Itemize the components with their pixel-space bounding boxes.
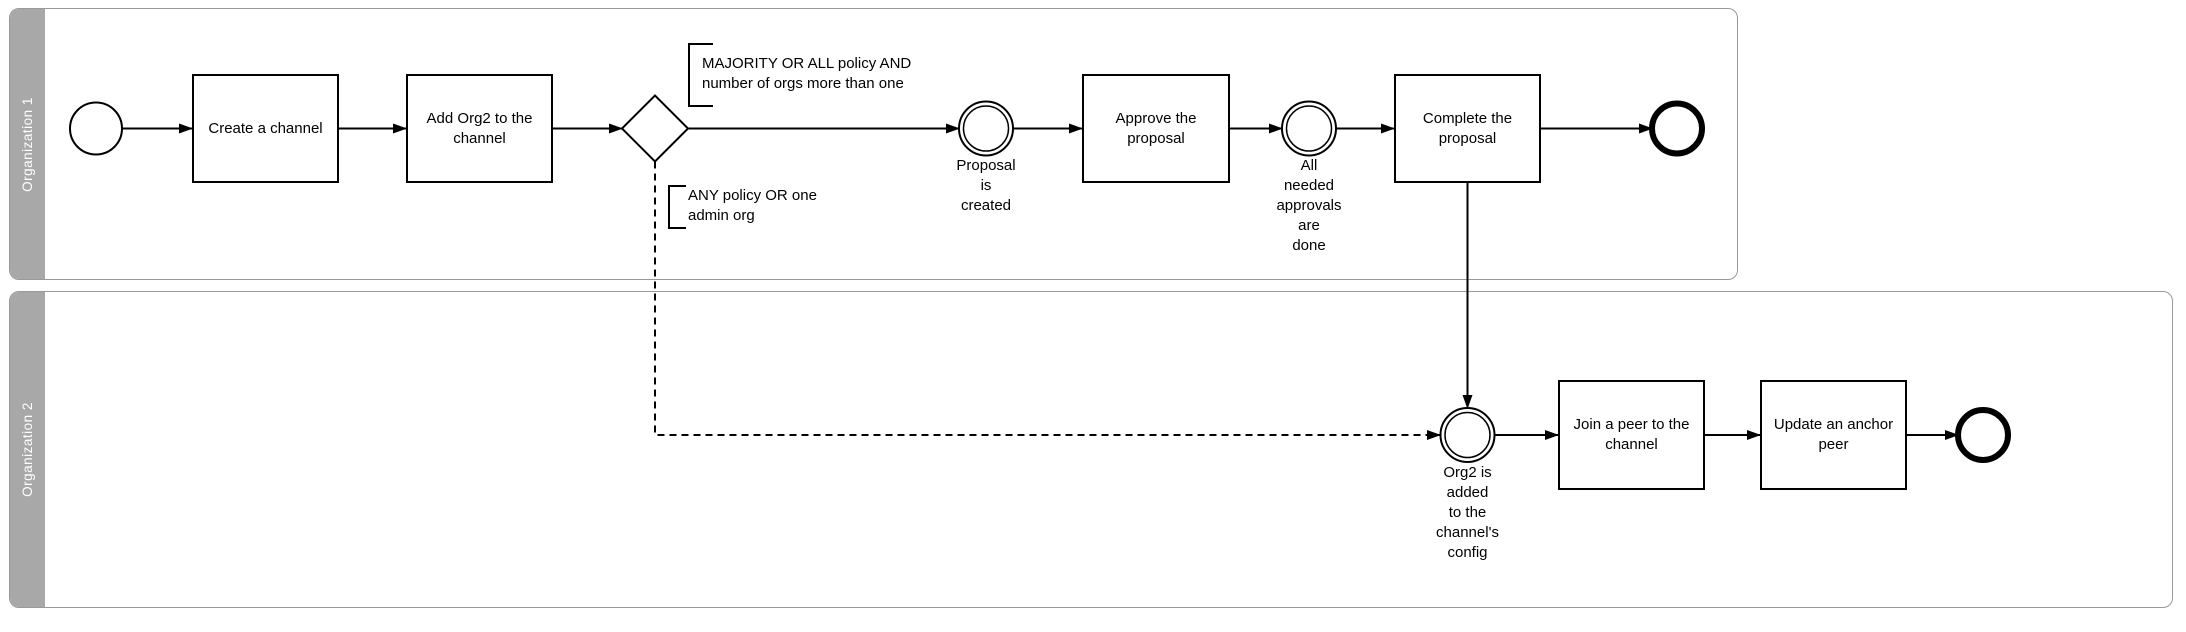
annotation-bracket-majority [688, 43, 713, 107]
event-label-proposal-created: Proposal is created [956, 157, 1016, 214]
annotation-bracket-any [668, 185, 686, 229]
task-update-anchor-peer[interactable]: Update an anchor peer [1760, 380, 1907, 490]
task-update-anchor-peer-label: Update an anchor peer [1773, 416, 1894, 453]
end-event-org1[interactable] [1649, 100, 1705, 157]
lane-2-label-band: Organization 2 [10, 292, 45, 607]
task-create-channel[interactable]: Create a channel [192, 74, 339, 183]
intermediate-event-proposal-created[interactable] [958, 100, 1014, 157]
task-complete-proposal[interactable]: Complete the proposal [1394, 74, 1541, 183]
flow-gateway-to-org2-added-dashed [654, 161, 1441, 440]
exclusive-gateway[interactable] [620, 94, 690, 163]
annotation-any-policy: ANY policy OR one admin org [688, 187, 817, 224]
task-add-org2[interactable]: Add Org2 to the channel [406, 74, 553, 183]
task-approve-proposal-label: Approve the proposal [1115, 109, 1197, 147]
task-create-channel-label: Create a channel [208, 119, 323, 137]
event-label-approvals-done: All needed approvals are done [1276, 157, 1342, 254]
task-add-org2-label: Add Org2 to the channel [426, 109, 533, 147]
intermediate-event-approvals-done[interactable] [1281, 100, 1337, 157]
task-join-peer[interactable]: Join a peer to the channel [1558, 380, 1705, 490]
end-event-org2[interactable] [1955, 407, 2011, 463]
task-complete-proposal-label: Complete the proposal [1422, 109, 1513, 147]
lane-1-label-band: Organization 1 [10, 9, 45, 279]
start-event[interactable] [69, 101, 123, 156]
task-join-peer-label: Join a peer to the channel [1573, 416, 1690, 453]
task-approve-proposal[interactable]: Approve the proposal [1082, 74, 1230, 183]
intermediate-event-org2-added[interactable] [1439, 407, 1496, 463]
event-label-org2-added: Org2 is added to the channel's config [1436, 464, 1499, 561]
annotation-majority-policy: MAJORITY OR ALL policy AND number of org… [702, 55, 912, 92]
